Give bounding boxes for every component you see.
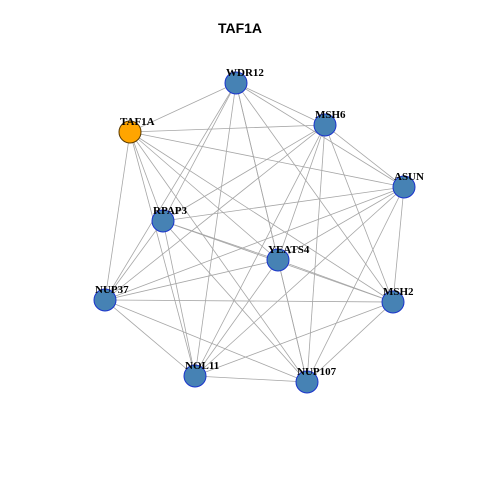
- node-label-msh2: MSH2: [383, 286, 414, 298]
- edge-msh6-nol11: [194, 124, 326, 377]
- edge-rpap3-nup107: [162, 220, 308, 383]
- node-asun[interactable]: ASUN: [392, 171, 424, 199]
- edge-layer: [104, 82, 405, 383]
- edge-msh2-nup107: [306, 301, 394, 383]
- node-circle-nol11[interactable]: [183, 364, 207, 388]
- diagram-title: TAF1A: [217, 20, 263, 36]
- node-circle-yeats4[interactable]: [266, 248, 290, 272]
- node-circle-nup107[interactable]: [295, 370, 319, 394]
- edge-nup37-nup107: [104, 299, 308, 383]
- edge-wdr12-msh2: [235, 82, 394, 303]
- edge-asun-nol11: [194, 186, 405, 377]
- edge-yeats4-nup107: [277, 259, 308, 383]
- edge-taf1a-msh6: [129, 124, 326, 133]
- edge-taf1a-yeats4: [129, 131, 279, 261]
- edge-msh2-nol11: [194, 301, 394, 377]
- node-label-msh6: MSH6: [315, 109, 346, 121]
- edge-taf1a-msh2: [129, 131, 394, 303]
- edge-yeats4-nup37: [104, 259, 279, 301]
- node-nol11[interactable]: NOL11: [183, 360, 219, 388]
- edge-asun-yeats4: [277, 186, 405, 261]
- edge-asun-nup37: [104, 186, 405, 301]
- edge-taf1a-rpap3: [129, 131, 164, 222]
- node-label-nol11: NOL11: [185, 360, 219, 372]
- edge-msh6-yeats4: [277, 124, 326, 261]
- node-label-nup37: NUP37: [95, 284, 129, 296]
- edge-yeats4-msh2: [277, 259, 394, 303]
- edge-asun-rpap3: [162, 186, 405, 222]
- node-wdr12[interactable]: WDR12: [224, 67, 264, 95]
- node-circle-msh6[interactable]: [313, 113, 337, 137]
- edge-asun-msh2: [392, 186, 405, 303]
- node-circle-nup37[interactable]: [93, 288, 117, 312]
- edge-rpap3-nol11: [162, 220, 196, 377]
- node-nup37[interactable]: NUP37: [93, 284, 129, 312]
- edge-nup37-msh2: [104, 299, 394, 303]
- edge-msh6-rpap3: [162, 124, 326, 222]
- node-yeats4[interactable]: YEATS4: [266, 244, 310, 272]
- edge-taf1a-wdr12: [129, 82, 237, 133]
- node-label-taf1a: TAF1A: [120, 116, 155, 128]
- edge-asun-nup107: [306, 186, 405, 383]
- edge-wdr12-nol11: [194, 82, 237, 377]
- node-circle-taf1a[interactable]: [118, 120, 142, 144]
- node-circle-wdr12[interactable]: [224, 71, 248, 95]
- edge-yeats4-nol11: [194, 259, 279, 377]
- node-taf1a[interactable]: TAF1A: [118, 116, 155, 144]
- node-label-wdr12: WDR12: [226, 67, 264, 79]
- edge-wdr12-nup37: [104, 82, 237, 301]
- node-msh6[interactable]: MSH6: [313, 109, 346, 137]
- edge-nup37-nol11: [104, 299, 196, 377]
- edge-msh6-nup37: [104, 124, 326, 301]
- edge-wdr12-rpap3: [162, 82, 237, 222]
- node-nup107[interactable]: NUP107: [295, 366, 337, 394]
- edge-nol11-nup107: [194, 375, 308, 383]
- node-label-asun: ASUN: [394, 171, 424, 183]
- node-rpap3[interactable]: RPAP3: [151, 205, 188, 233]
- node-circle-asun[interactable]: [392, 175, 416, 199]
- edge-taf1a-nup37: [104, 131, 131, 301]
- node-circle-msh2[interactable]: [381, 290, 405, 314]
- node-label-nup107: NUP107: [297, 366, 337, 378]
- edge-msh6-asun: [324, 124, 405, 188]
- node-label-yeats4: YEATS4: [268, 244, 310, 256]
- node-msh2[interactable]: MSH2: [381, 286, 414, 314]
- node-circle-rpap3[interactable]: [151, 209, 175, 233]
- node-label-rpap3: RPAP3: [153, 205, 188, 217]
- edge-msh6-nup107: [306, 124, 326, 383]
- edge-rpap3-nup37: [104, 220, 164, 301]
- edge-wdr12-msh6: [235, 82, 326, 126]
